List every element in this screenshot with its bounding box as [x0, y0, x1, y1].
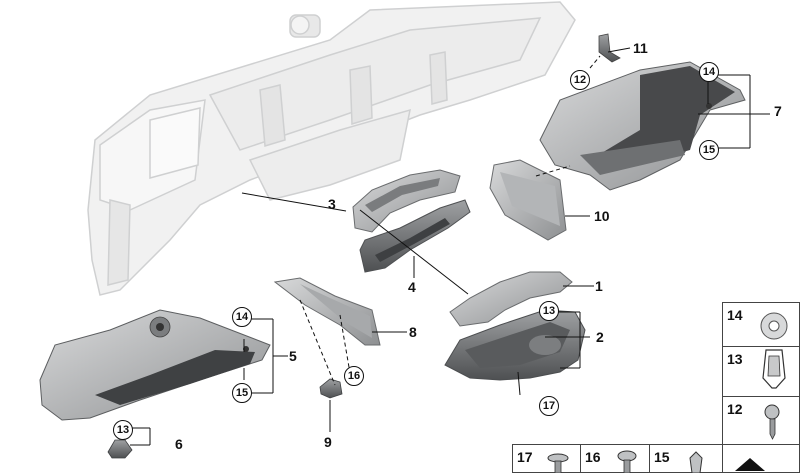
part-11-bracket: [598, 33, 621, 63]
part-7-glovebox: [539, 61, 746, 191]
legend-cell-13: 13: [722, 346, 800, 397]
part-1-column-cover: [449, 271, 573, 327]
legend-number-12: 12: [727, 401, 743, 417]
circled-callout-15: 15: [232, 383, 252, 403]
callout-3: 3: [328, 196, 336, 212]
legend-number-17: 17: [517, 449, 533, 465]
dashboard-carrier: [87, 1, 576, 296]
circled-callout-14: 14: [699, 62, 719, 82]
circled-callout-15: 15: [699, 140, 719, 160]
callout-2: 2: [596, 329, 604, 345]
legend-number-14: 14: [727, 307, 743, 323]
leader-lines: [130, 47, 770, 446]
callout-8: 8: [409, 324, 417, 340]
circled-callout-14: 14: [232, 307, 252, 327]
circled-callout-13: 13: [539, 301, 559, 321]
part-10-glovebox-lid: [489, 159, 567, 241]
legend-cell-17: 17: [512, 444, 581, 473]
part-6-bracket: [107, 439, 133, 459]
callout-6: 6: [175, 436, 183, 452]
callout-7: 7: [774, 103, 782, 119]
part-9-cap: [319, 378, 343, 399]
callout-4: 4: [408, 279, 416, 295]
part-2-lower-panel: [444, 309, 586, 381]
callout-10: 10: [594, 208, 610, 224]
callout-1: 1: [595, 278, 603, 294]
circled-callout-12: 12: [570, 70, 590, 90]
circled-callout-13: 13: [113, 420, 133, 440]
callout-5: 5: [289, 348, 297, 364]
legend-number-15: 15: [654, 449, 670, 465]
part-5-footwell-panel: [39, 309, 271, 421]
part-8-side-trim: [273, 277, 381, 346]
callout-9: 9: [324, 434, 332, 450]
legend-cell-16: 16: [580, 444, 650, 473]
legend-cell-12: 12: [722, 396, 800, 445]
legend-cell-14: 14: [722, 302, 800, 347]
legend-cell-15: 15: [649, 444, 723, 473]
legend-cell-symbol: [722, 444, 800, 473]
legend-number-13: 13: [727, 351, 743, 367]
circled-callout-17: 17: [539, 396, 559, 416]
circled-callout-16: 16: [344, 366, 364, 386]
callout-11: 11: [633, 40, 648, 56]
legend-number-16: 16: [585, 449, 601, 465]
dashed-guides: [299, 55, 601, 386]
part-3-column-trim: [352, 169, 461, 233]
